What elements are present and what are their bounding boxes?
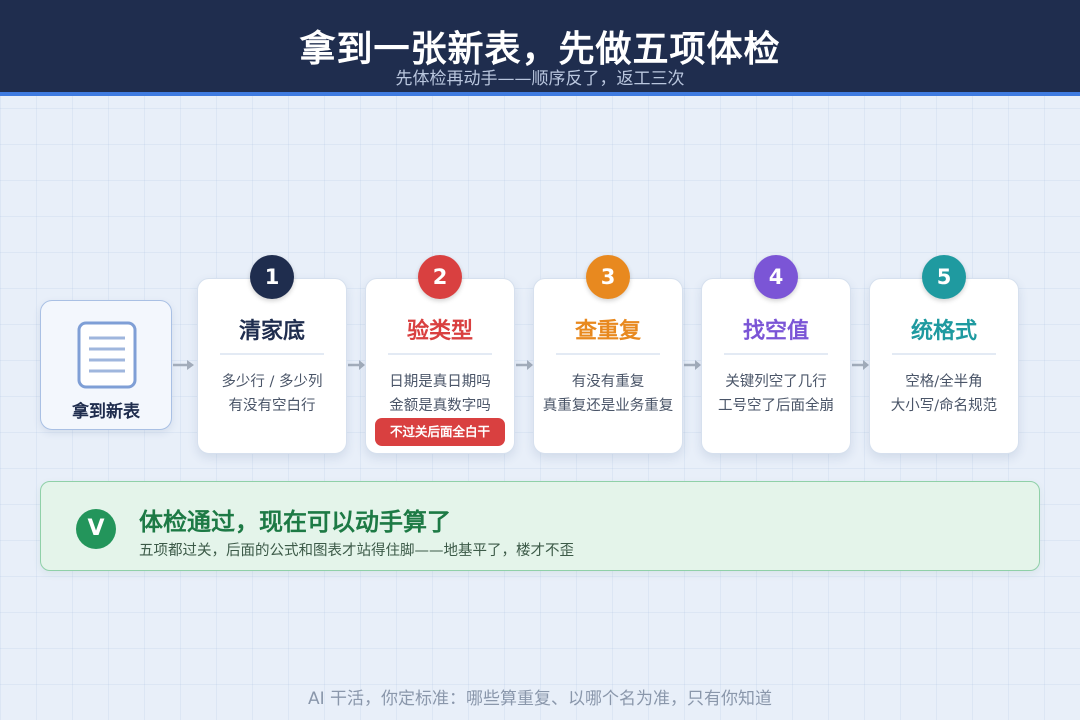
pass-title: 体检通过，现在可以动手算了 xyxy=(139,508,451,536)
step-title: 验类型 xyxy=(406,319,473,344)
step-card-1: 清家底 多少行 / 多少列 有没有空白行 xyxy=(197,278,347,454)
header: 拿到一张新表，先做五项体检 先体检再动手——顺序反了，返工三次 xyxy=(0,0,1080,96)
step-title: 找空值 xyxy=(742,319,809,344)
step-card-5: 统格式 空格/全半角 大小写/命名规范 xyxy=(869,278,1019,454)
divider xyxy=(892,353,996,355)
step-line: 金额是真数字吗 xyxy=(389,398,491,414)
divider xyxy=(220,353,324,355)
document-icon xyxy=(77,321,137,389)
footer-note: AI 干活，你定标准：哪些算重复、以哪个名为准，只有你知道 xyxy=(307,689,773,709)
start-label: 拿到新表 xyxy=(72,402,140,422)
step-title: 查重复 xyxy=(574,319,641,344)
step-line: 真重复还是业务重复 xyxy=(542,398,674,414)
page-title: 拿到一张新表，先做五项体检 xyxy=(299,29,781,70)
step-card-2: 验类型 日期是真日期吗 金额是真数字吗 不过关后面全白干 xyxy=(365,278,515,454)
step-line: 关键列空了几行 xyxy=(725,374,827,390)
step-number-badge: 2 xyxy=(418,255,462,299)
page-subtitle: 先体检再动手——顺序反了，返工三次 xyxy=(395,69,685,89)
step-line: 工号空了后面全崩 xyxy=(718,398,834,414)
step-line: 多少行 / 多少列 xyxy=(221,374,323,390)
step-line: 空格/全半角 xyxy=(905,374,983,390)
step-line: 有没有重复 xyxy=(571,374,645,390)
step-line: 有没有空白行 xyxy=(228,398,316,414)
divider xyxy=(724,353,828,355)
divider xyxy=(556,353,660,355)
step-title: 清家底 xyxy=(238,319,305,344)
arrow-icon xyxy=(516,360,533,370)
step-card-4: 找空值 关键列空了几行 工号空了后面全崩 xyxy=(701,278,851,454)
step-number-badge: 1 xyxy=(250,255,294,299)
step-line: 大小写/命名规范 xyxy=(890,398,998,414)
step-number-badge: 4 xyxy=(754,255,798,299)
arrow-icon xyxy=(348,360,365,370)
warning-badge: 不过关后面全白干 xyxy=(375,418,505,446)
step-title: 统格式 xyxy=(910,319,977,344)
step-card-3: 查重复 有没有重复 真重复还是业务重复 xyxy=(533,278,683,454)
pass-description: 五项都过关，后面的公式和图表才站得住脚——地基平了，楼才不歪 xyxy=(139,543,574,559)
pass-banner: V 体检通过，现在可以动手算了 五项都过关，后面的公式和图表才站得住脚——地基平… xyxy=(40,481,1040,571)
start-card: 拿到新表 xyxy=(40,300,172,430)
step-number-badge: 5 xyxy=(922,255,966,299)
arrow-icon xyxy=(684,360,701,370)
arrow-icon xyxy=(852,360,869,370)
step-number-badge: 3 xyxy=(586,255,630,299)
arrow-icon xyxy=(173,360,194,370)
check-icon: V xyxy=(76,509,116,549)
step-line: 日期是真日期吗 xyxy=(389,374,491,390)
divider xyxy=(388,353,492,355)
